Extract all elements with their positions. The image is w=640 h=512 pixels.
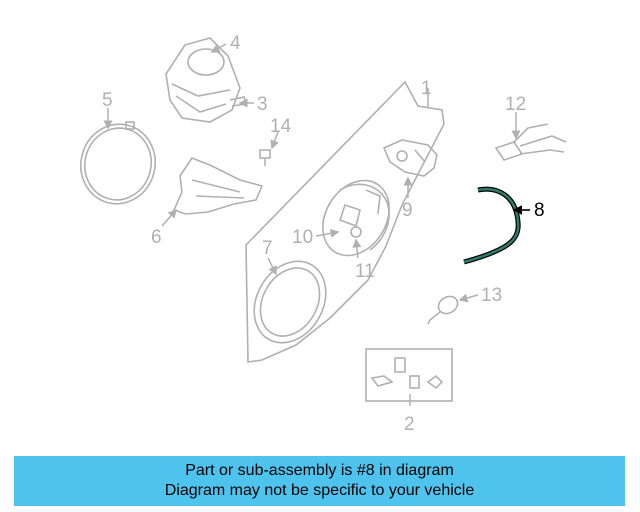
callout-2: 2 (404, 414, 415, 435)
callout-5: 5 (102, 90, 113, 111)
leader-4 (210, 43, 227, 53)
gasket-ring (79, 121, 157, 205)
leader-10 (315, 228, 340, 238)
leader-6 (161, 208, 177, 227)
callout-12: 12 (505, 94, 526, 115)
banner-line-1: Part or sub-assembly is #8 in diagram (185, 462, 454, 479)
callout-6: 6 (151, 227, 162, 248)
bracket (382, 139, 438, 177)
reflector-assembly (322, 179, 390, 257)
leader-13 (458, 293, 479, 303)
connector-harness (494, 123, 567, 161)
callout-11: 11 (355, 261, 375, 282)
callout-3: 3 (257, 94, 268, 115)
leader-11 (352, 238, 362, 259)
leader-7 (267, 257, 277, 276)
headlamp-housing (245, 80, 445, 363)
banner-line-2: Diagram may not be specific to your vehi… (164, 482, 475, 499)
trim-piece (172, 157, 264, 215)
callout-9: 9 (402, 200, 413, 221)
parts-diagram: 1 2 3 4 5 6 7 8 9 10 11 12 13 14 (79, 33, 567, 435)
headlamp-lens (253, 260, 327, 344)
callout-14: 14 (270, 116, 292, 137)
bulb-socket (427, 295, 459, 325)
callout-4: 4 (230, 33, 241, 54)
info-banner: Part or sub-assembly is #8 in diagram Di… (14, 456, 625, 506)
hardware-kit (365, 348, 453, 402)
screw (259, 149, 271, 166)
callout-1: 1 (421, 78, 432, 99)
callout-8: 8 (534, 200, 545, 221)
callout-13: 13 (481, 285, 502, 306)
leader-14 (270, 131, 279, 150)
callout-10: 10 (292, 227, 313, 248)
highlighted-strip-part-8 (463, 186, 521, 265)
callout-7: 7 (262, 238, 273, 259)
